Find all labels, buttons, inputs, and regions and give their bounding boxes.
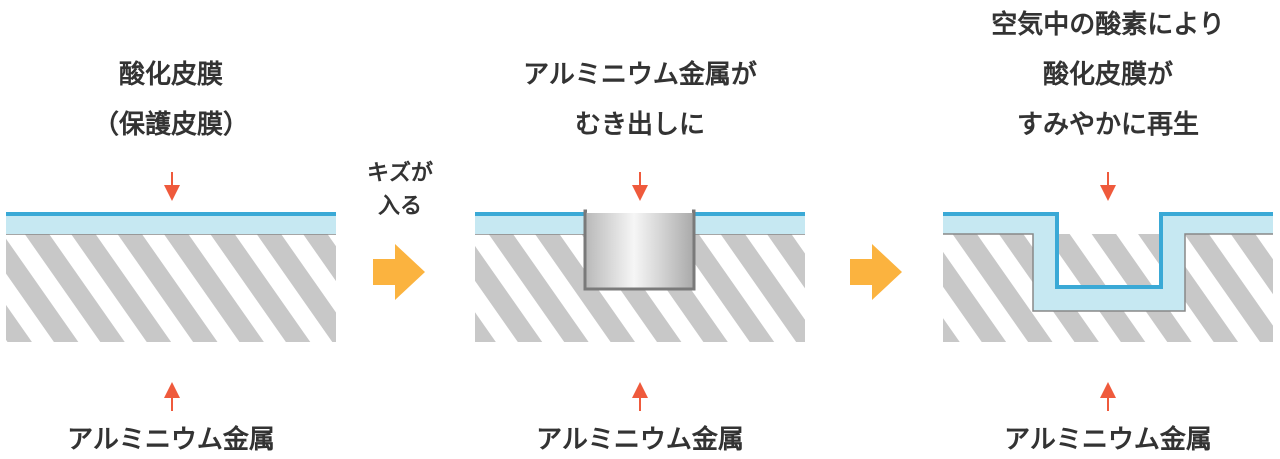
pointer-arrows — [164, 172, 1116, 411]
panel-2-cross-section — [475, 209, 805, 342]
panel-2-title-line-1: アルミニウム金属が — [523, 60, 757, 90]
panel-3-title-line-2: 酸化皮膜が — [1042, 60, 1173, 90]
oxide-film — [6, 214, 336, 234]
regenerated-oxide-film — [943, 212, 1273, 311]
panel-1-title-line-2: （保護皮膜） — [92, 110, 249, 140]
exposed-metal-scratch — [583, 209, 696, 291]
panel-2-title-line-2: むき出しに — [574, 110, 705, 140]
panel-3-title-line-3: すみやかに再生 — [1016, 110, 1199, 140]
aluminium-hatch — [6, 234, 336, 342]
panel-3-title-line-1: 空気中の酸素により — [991, 10, 1225, 40]
transition-label-line-1: キズが — [366, 161, 433, 186]
transition-label-line-2: 入る — [377, 194, 422, 219]
panel-3-bottom-label: アルミニウム金属 — [1004, 425, 1212, 455]
panel-1-bottom-label: アルミニウム金属 — [67, 425, 275, 455]
panel-1-cross-section — [6, 212, 336, 342]
step-arrow-icon — [850, 244, 902, 300]
panel-3-cross-section — [943, 212, 1273, 342]
panel-1-title-line-1: 酸化皮膜 — [118, 60, 223, 90]
step-arrow-icon — [373, 244, 425, 300]
panel-2-bottom-label: アルミニウム金属 — [536, 425, 744, 455]
